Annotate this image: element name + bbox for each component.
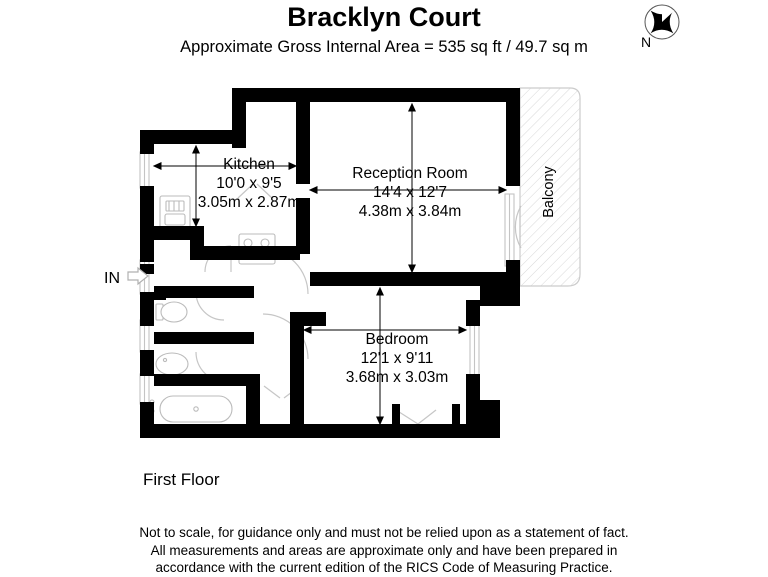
dimension-arrows: [152, 102, 508, 426]
bedroom-name: Bedroom: [366, 331, 429, 348]
entry-label: IN: [104, 270, 120, 287]
compass-north-label: N: [640, 34, 652, 50]
kitchen-sink-icon: [159, 195, 191, 229]
walls: [140, 88, 520, 438]
kitchen-name: Kitchen: [223, 156, 275, 173]
disclaimer-line-2: All measurements and areas are approxima…: [150, 542, 618, 558]
entry-marker: IN: [104, 266, 149, 287]
balcony-area: Balcony: [519, 87, 581, 287]
page-title: Bracklyn Court: [287, 2, 481, 32]
wash-basin-icon: [155, 352, 189, 376]
reception-room-name: Reception Room: [352, 165, 467, 182]
room-label-bedroom: Bedroom 12'1 x 9'11 3.68m x 3.03m: [346, 331, 449, 386]
bedroom-dim-metric: 3.68m x 3.03m: [346, 369, 449, 386]
disclaimer: Not to scale, for guidance only and must…: [0, 524, 768, 577]
balcony-label: Balcony: [541, 165, 557, 217]
area-subtitle: Approximate Gross Internal Area = 535 sq…: [180, 38, 588, 56]
compass-rose: N: [634, 2, 690, 54]
bathtub-icon: [149, 395, 233, 423]
kitchen-dim-metric: 3.05m x 2.87m: [198, 194, 301, 211]
floor-level-label: First Floor: [143, 470, 220, 489]
toilet-icon: [155, 301, 188, 323]
entry-arrow-icon: [127, 266, 149, 286]
header: Bracklyn Court Approximate Gross Interna…: [0, 0, 768, 57]
floor-plan-drawing: Balcony: [104, 87, 581, 438]
disclaimer-line-3: accordance with the current edition of t…: [155, 560, 613, 575]
disclaimer-line-1: Not to scale, for guidance only and must…: [139, 525, 629, 540]
kitchen-dim-imperial: 10'0 x 9'5: [216, 175, 281, 192]
room-label-reception-room: Reception Room 14'4 x 12'7 4.38m x 3.84m: [352, 165, 467, 220]
reception-room-dim-imperial: 14'4 x 12'7: [373, 184, 447, 201]
room-label-kitchen: Kitchen 10'0 x 9'5 3.05m x 2.87m: [198, 156, 301, 211]
compass-star-icon: [644, 4, 680, 40]
reception-room-dim-metric: 4.38m x 3.84m: [359, 203, 462, 220]
bedroom-dim-imperial: 12'1 x 9'11: [361, 350, 434, 367]
room-labels: Kitchen 10'0 x 9'5 3.05m x 2.87m Recepti…: [198, 156, 468, 386]
